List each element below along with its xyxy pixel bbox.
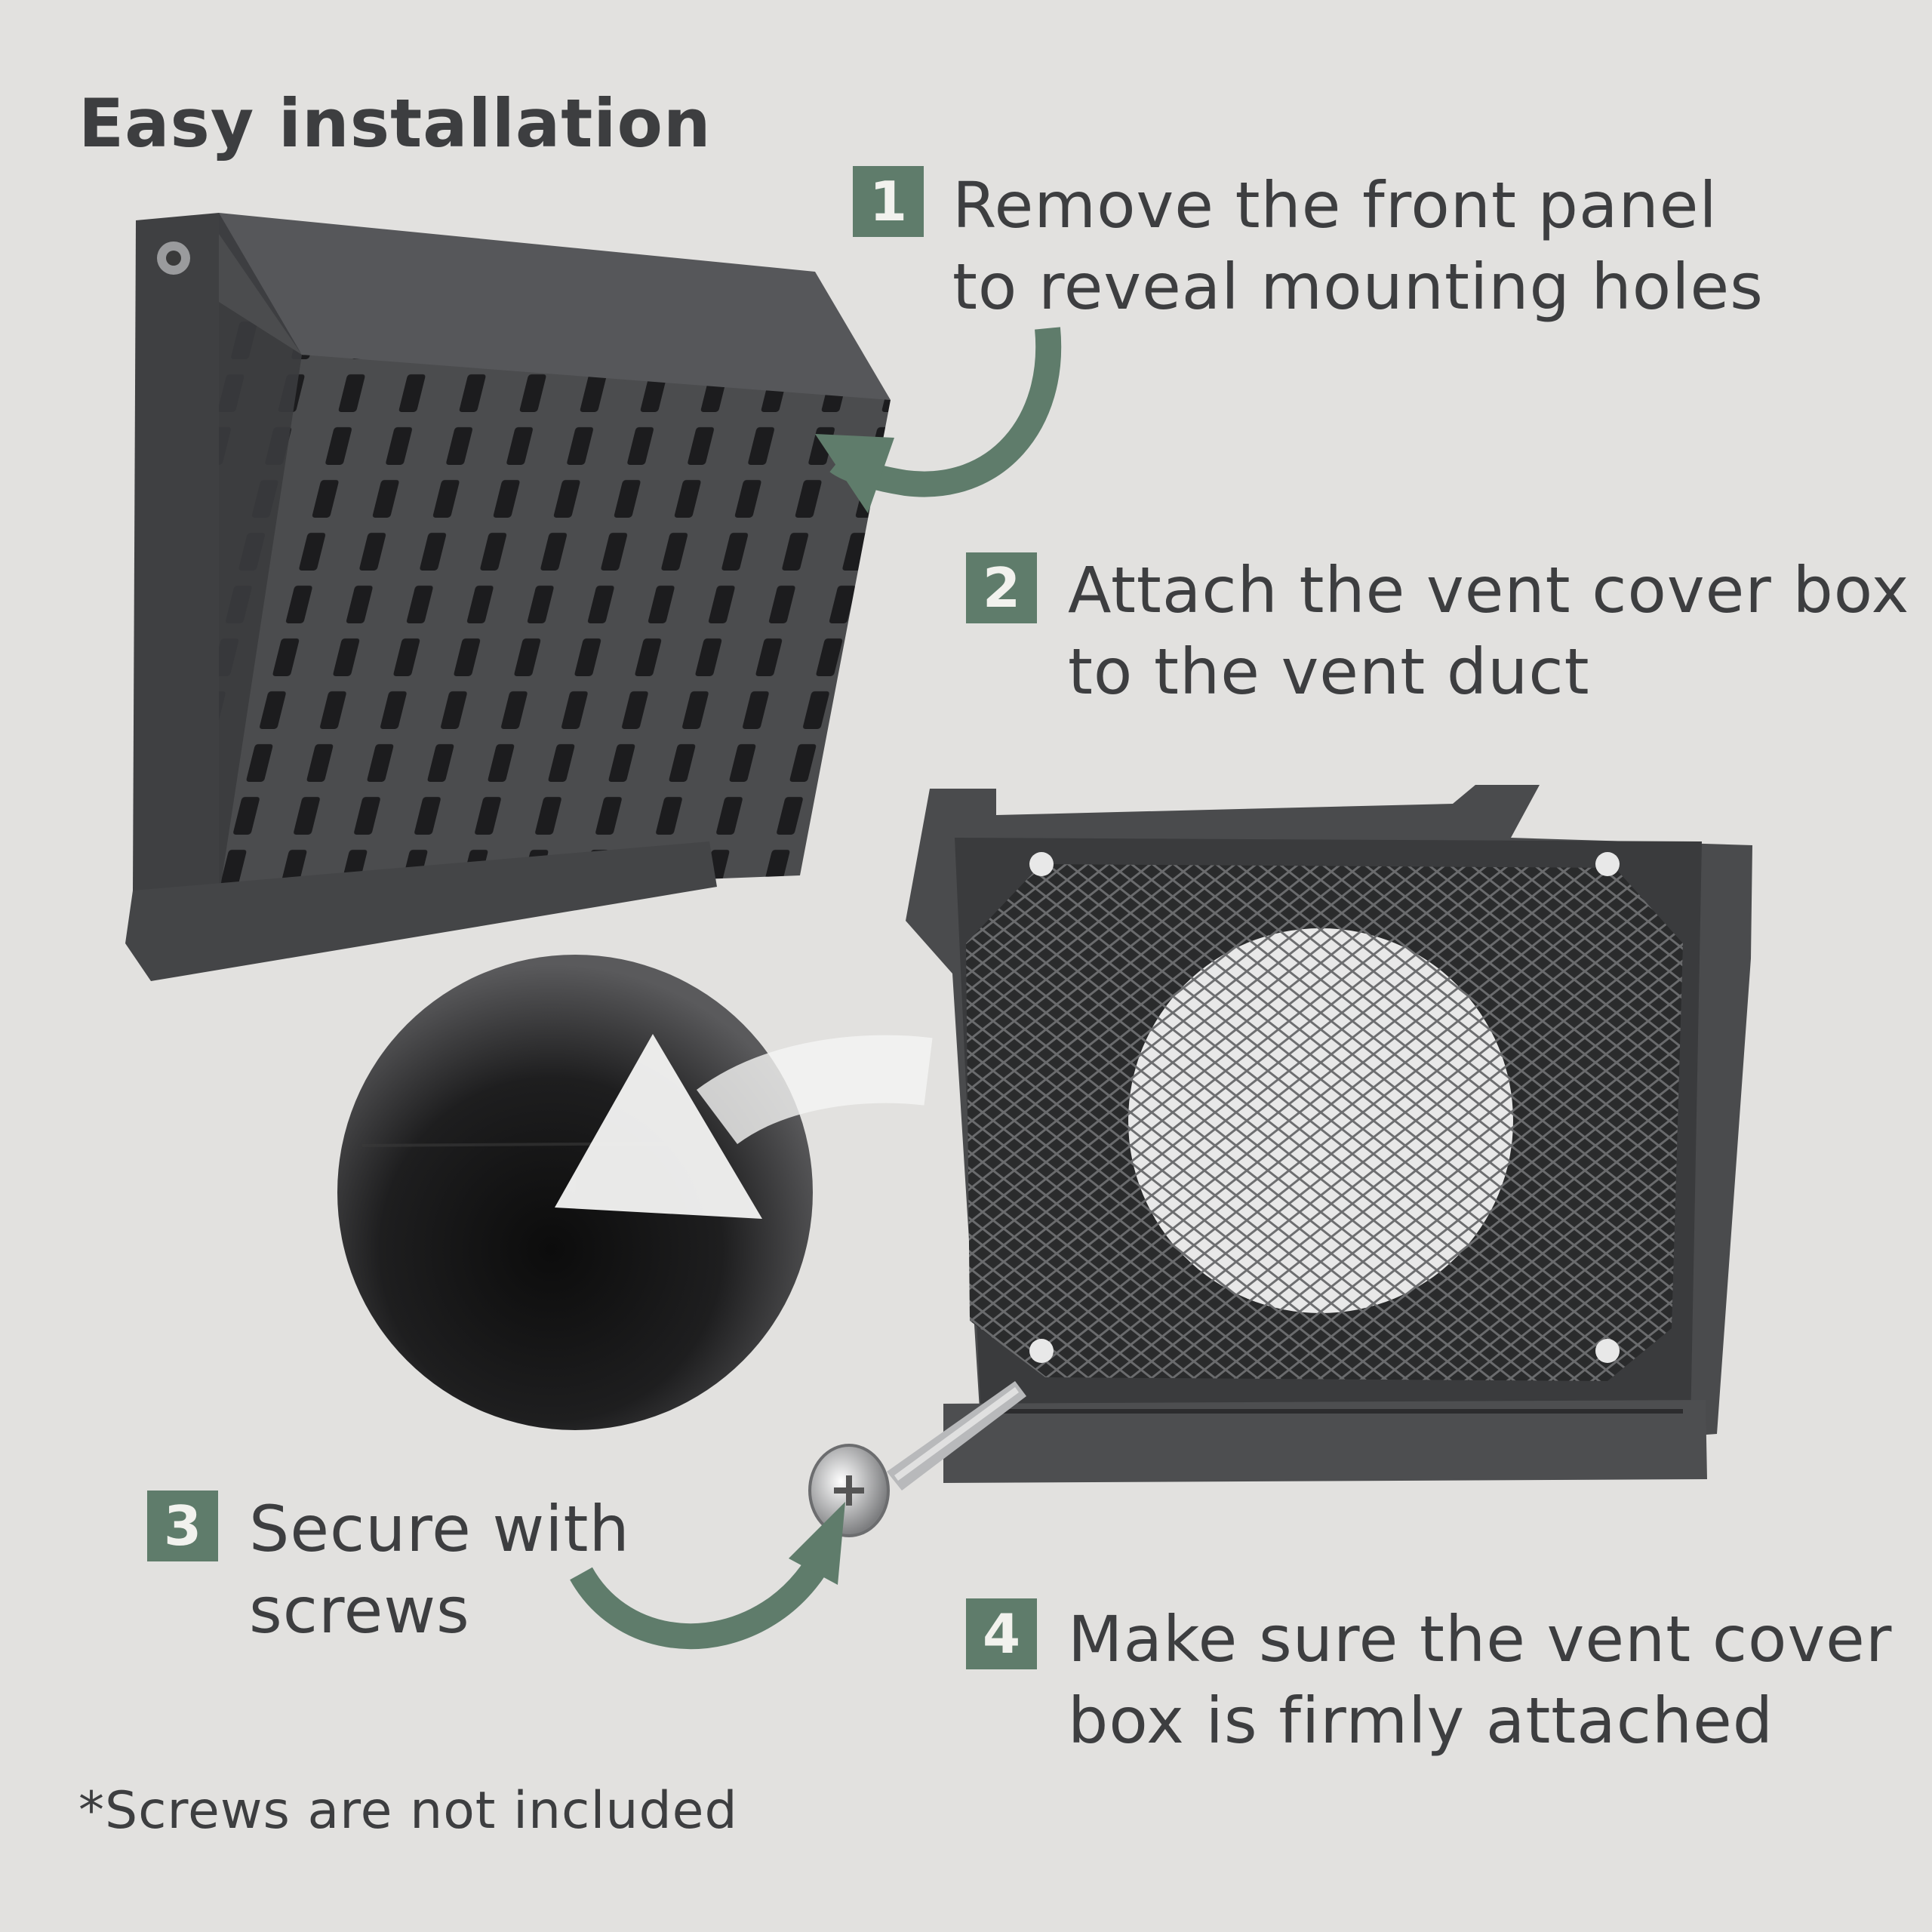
footnote: *Screws are not included (78, 1781, 738, 1841)
step-text-line: to the vent duct (1068, 635, 1590, 709)
step-text-line: Remove the front panel (952, 168, 1718, 242)
step-number-badge: 1 (853, 166, 924, 237)
step-number-badge: 3 (147, 1491, 218, 1561)
step-text-line: box is firmly attached (1068, 1684, 1774, 1758)
step-text-line: screws (249, 1574, 470, 1647)
step-text-line: Attach the vent cover box (1068, 553, 1910, 627)
step-text-line: Secure with (249, 1492, 630, 1566)
step-text-line: to reveal mounting holes (952, 250, 1764, 324)
vent-cover-closed-image (125, 213, 891, 981)
vent-box-open-image (906, 785, 1752, 1483)
insert-arrow-icon (555, 1034, 933, 1219)
screw-image (808, 1381, 1026, 1537)
step-text-line: Make sure the vent cover (1068, 1602, 1893, 1676)
page-title: Easy installation (78, 85, 712, 162)
step-number-badge: 2 (966, 552, 1037, 623)
step-number-badge: 4 (966, 1598, 1037, 1669)
curved-arrow-icon (570, 1549, 835, 1650)
